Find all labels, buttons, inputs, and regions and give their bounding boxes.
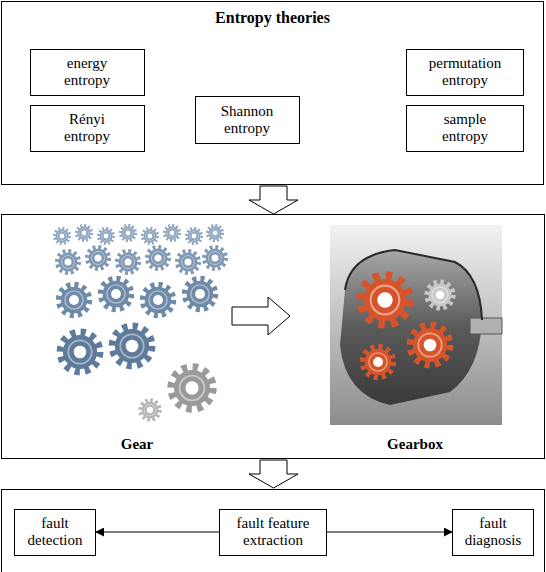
arrow-connector	[96, 531, 219, 532]
process-box: sample entropy	[406, 105, 524, 152]
panel-box: Entropy theories energy entropyShannon en…	[1, 1, 544, 185]
gearbox-picture	[330, 225, 502, 425]
gear-panel	[2, 215, 545, 459]
process-box: permutation entropy	[406, 49, 524, 96]
box-label: fault detection	[22, 515, 88, 550]
box-label: fault feature extraction	[227, 515, 319, 550]
box-label: Rényi entropy	[61, 111, 113, 146]
process-box: Shannon entropy	[195, 96, 300, 144]
box-label: energy entropy	[56, 55, 118, 90]
block-arrow	[232, 297, 290, 335]
picture-caption: Gearbox	[387, 436, 443, 453]
process-box: energy entropy	[30, 49, 145, 96]
process-box: fault detection	[14, 509, 96, 556]
picture-caption: Gear	[121, 436, 153, 453]
box-label: permutation entropy	[423, 55, 507, 90]
panel-title: Entropy theories	[2, 9, 543, 27]
box-label: Shannon entropy	[216, 103, 278, 138]
fault-panel	[2, 490, 545, 572]
arrow-connector	[327, 531, 452, 532]
process-box: Rényi entropy	[30, 105, 145, 152]
gear-picture	[52, 225, 226, 425]
process-box: fault diagnosis	[452, 509, 534, 556]
box-label: fault diagnosis	[460, 515, 526, 550]
box-label: sample entropy	[434, 111, 496, 146]
block-arrow	[249, 186, 298, 214]
block-arrow	[249, 460, 298, 488]
process-box: fault feature extraction	[219, 509, 327, 556]
